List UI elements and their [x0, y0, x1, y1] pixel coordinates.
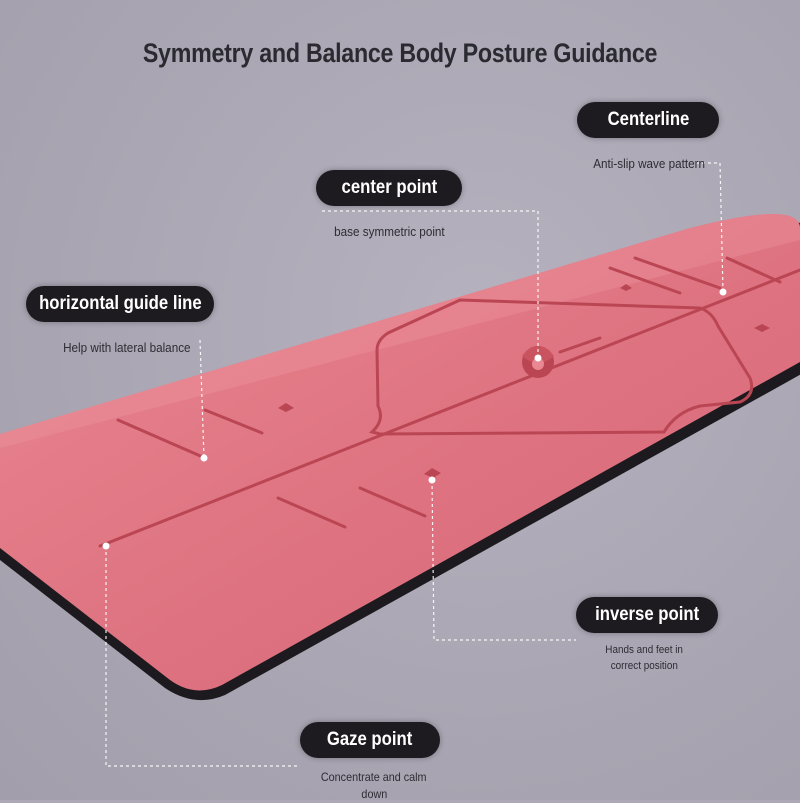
inverse-point-note-line2: correct position [610, 660, 678, 672]
centerline-note-text: Anti-slip wave pattern [593, 156, 705, 171]
gaze-point-note-line1: Concentrate and calm [321, 770, 427, 784]
centerline-note: Anti-slip wave pattern [564, 156, 734, 171]
inverse-point-note-line1: Hands and feet in [605, 644, 683, 656]
inverse-point-note: Hands and feet in correct position [574, 642, 714, 674]
mat-markers [278, 284, 770, 478]
mat-surface [0, 214, 800, 691]
horizontal-guide-note: Help with lateral balance [44, 340, 210, 355]
mat-guide-lines [98, 256, 800, 548]
center-point-note-text: base symmetric point [333, 224, 445, 239]
gaze-point-label: Gaze point [300, 722, 440, 758]
horizontal-guide-note-text: Help with lateral balance [63, 340, 191, 355]
center-point-label-text: center point [341, 177, 437, 198]
inverse-point-label-text: inverse point [594, 604, 700, 625]
anchor-dots [102, 288, 727, 550]
center-point-label: center point [316, 170, 462, 206]
horizontal-guide-label-text: horizontal guide line [38, 293, 202, 314]
centerline-label: Centerline [577, 102, 719, 138]
page-title: Symmetry and Balance Body Posture Guidan… [142, 38, 658, 68]
gaze-point-label-text: Gaze point [327, 729, 413, 750]
inverse-point-label: inverse point [576, 597, 718, 633]
gaze-point-note: Concentrate and calm down [294, 769, 454, 803]
center-point-note: base symmetric point [306, 224, 472, 239]
leader-lines [105, 162, 724, 767]
horizontal-guide-label: horizontal guide line [26, 286, 214, 322]
gaze-point-note-line2: down [361, 787, 387, 801]
lotus-emblem [522, 346, 554, 378]
centerline-label-text: Centerline [607, 109, 689, 130]
